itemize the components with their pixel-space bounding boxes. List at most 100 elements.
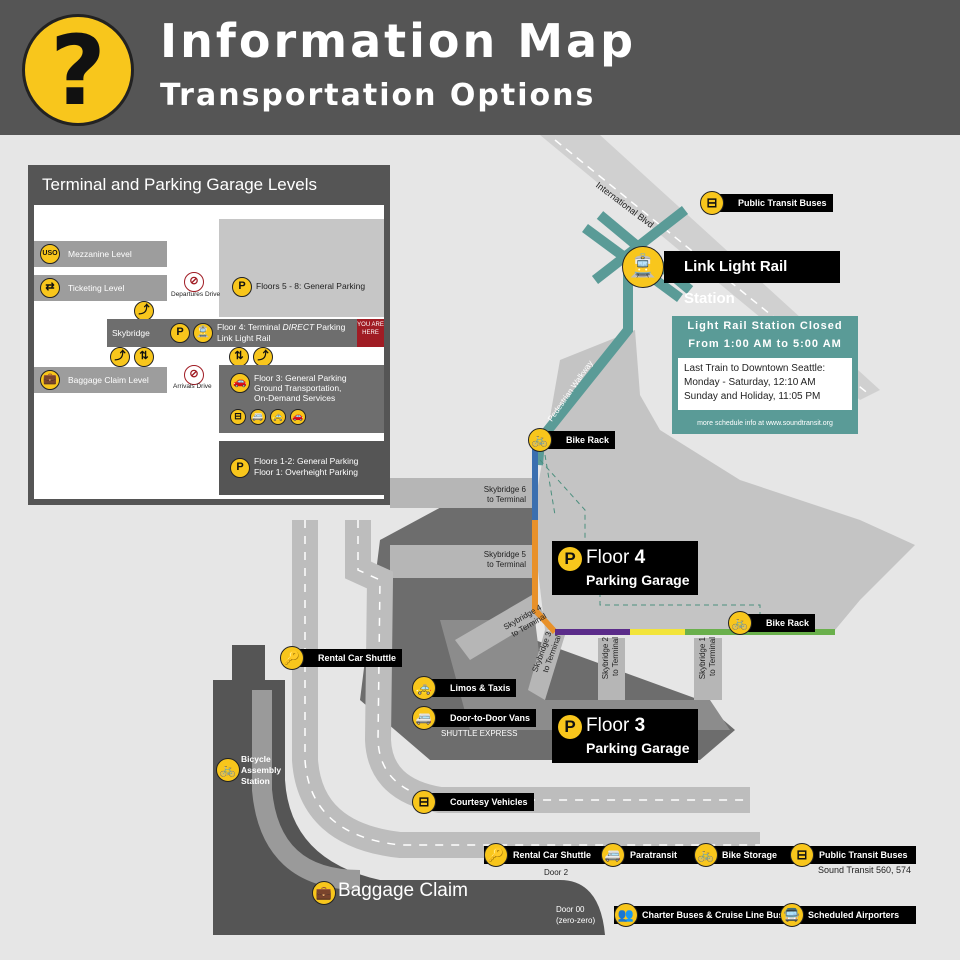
bicycle-assembly-line2: Assembly (241, 765, 282, 775)
skybridge1-line2: to Terminal (708, 637, 717, 676)
rental-car-shuttle-bottom-label: Rental Car Shuttle (513, 850, 592, 860)
no-stopping-icon: ⊘ (184, 365, 204, 385)
mezzanine-label: Mezzanine Level (68, 249, 132, 259)
paratransit-icon: 🚐 (601, 843, 625, 867)
floor4-legend-b: Parking (316, 322, 346, 332)
floor3-legend-label: Floor 3: General Parking Ground Transpor… (254, 373, 347, 403)
floor4-legend-a: Floor 4: Terminal (217, 322, 281, 332)
charter-strip (614, 906, 916, 924)
bus-icon: ⊟ (230, 409, 246, 425)
rental-car-shuttle-top-label: Rental Car Shuttle (292, 649, 403, 667)
baggage-claim-building (232, 645, 605, 935)
bus-icon: ⊟ (700, 191, 724, 215)
bus-icon: ⊟ (412, 790, 436, 814)
skybridge6-label: Skybridge 6 to Terminal (460, 485, 526, 505)
baggage-claim-left (213, 680, 253, 935)
shuttle-express-label: SHUTTLE EXPRESS (441, 729, 518, 738)
rail-closed-notice: Light Rail Station Closed From 1:00 AM t… (672, 316, 858, 434)
public-transit-buses-top-label: Public Transit Buses (712, 194, 833, 212)
rail-closed-line1: Light Rail Station Closed (687, 320, 843, 332)
bike-icon: 🚲 (728, 611, 752, 635)
airporter-icon: 🚍 (780, 903, 804, 927)
skybridge2-label: Skybridge 2 to Terminal (601, 637, 621, 703)
rail-schedule: Last Train to Downtown Seattle: Monday -… (678, 358, 852, 410)
charter-buses-label: Charter Buses & Cruise Line Buses (642, 910, 794, 920)
elevator-icon: ⇅ (134, 347, 154, 367)
skybridge2-line1: Skybridge 2 (601, 637, 610, 680)
floor3-legend-line2: Ground Transportation, (254, 383, 342, 393)
baggage-claim-title: Baggage Claim (338, 880, 468, 901)
link-light-rail-label: Link Light Rail Station (664, 251, 840, 307)
sound-transit-label: Sound Transit 560, 574 (818, 865, 912, 875)
van-icon: 🚐 (250, 409, 266, 425)
legend-diagram: P Floors 5 - 8: General Parking Mezzanin… (34, 205, 384, 499)
rail-schedule-line1: Last Train to Downtown Seattle: (684, 363, 826, 374)
header-bar: ? Information Map Transportation Options (0, 0, 960, 135)
car-icon: 🔑 (484, 843, 508, 867)
floor3-garage-label: P Floor 3 Parking Garage (552, 709, 698, 763)
train-icon: 🚊 (193, 323, 213, 343)
skybridge1-label: Skybridge 1 to Terminal (698, 637, 718, 703)
help-icon: ? (22, 14, 134, 126)
car-icon: 🚗 (230, 373, 250, 393)
public-transit-bottom-label: Public Transit Buses (819, 850, 908, 860)
uso-icon: USO (40, 244, 60, 264)
bike-icon: 🚲 (528, 428, 552, 452)
you-are-here-badge: YOU ARE HERE (357, 319, 384, 347)
bicycle-assembly-label: Bicycle Assembly Station (241, 754, 281, 787)
door00-line2: (zero-zero) (556, 916, 596, 925)
floor4-skybridge-bar (107, 319, 357, 347)
floor4-garage-label: P Floor 4 Parking Garage (552, 541, 698, 595)
bike-storage-label: Bike Storage (722, 850, 778, 860)
ticketing-label: Ticketing Level (68, 283, 125, 293)
page-subtitle: Transportation Options (160, 78, 596, 113)
scheduled-airporters-label: Scheduled Airporters (808, 910, 900, 920)
floor4-subtitle: Parking Garage (586, 572, 690, 588)
floors-5-8-label: Floors 5 - 8: General Parking (256, 281, 366, 291)
departures-drive-label: Departures Drive (171, 291, 221, 298)
escalator-icon: ⤴ (134, 301, 154, 321)
floor4-legend-direct: DIRECT (282, 322, 315, 332)
floor4-legend-line2: Link Light Rail (217, 333, 271, 343)
skybridge6-line1: Skybridge 6 (483, 485, 526, 494)
floors-1-2-line2: Floor 1: Overheight Parking (254, 467, 358, 477)
floor3-subtitle: Parking Garage (586, 740, 690, 756)
door-to-door-vans-label: Door-to-Door Vans (424, 709, 536, 727)
no-stopping-icon: ⊘ (184, 272, 204, 292)
rail-schedule-line2: Monday - Saturday, 12:10 AM (684, 377, 816, 388)
walkway-orange (532, 520, 558, 635)
rail-schedule-line3: Sunday and Holiday, 11:05 PM (684, 391, 821, 402)
floor3-garage-top (440, 620, 730, 730)
floor4-number: 4 (634, 547, 646, 568)
skybridge-label: Skybridge (112, 328, 150, 338)
paratransit-label: Paratransit (630, 850, 678, 860)
luggage-icon: 💼 (312, 881, 336, 905)
door00-line1: Door 00 (556, 905, 585, 914)
skybridge5-label: Skybridge 5 to Terminal (460, 550, 526, 570)
parking-icon: P (558, 547, 582, 571)
rail-closed-line2: From 1:00 AM to 5:00 AM (688, 338, 842, 350)
floors-1-2-line1: Floors 1-2: General Parking (254, 456, 359, 466)
bike-icon: 🚲 (216, 758, 240, 782)
floor4-legend-label: Floor 4: Terminal DIRECT Parking Link Li… (217, 322, 345, 344)
lower-drive (252, 690, 361, 890)
floors-5-8-block (219, 219, 384, 317)
parking-icon: P (170, 323, 190, 343)
floor4-word: Floor (586, 547, 635, 568)
floors-1-2-label: Floors 1-2: General Parking Floor 1: Ove… (254, 456, 358, 478)
page-title: Information Map (160, 14, 637, 68)
floor4-title: Floor 4 (586, 547, 645, 569)
skybridge1-line1: Skybridge 1 (698, 637, 707, 680)
skybridges (390, 478, 722, 700)
parking-icon: P (232, 277, 252, 297)
train-icon: 🚊 (622, 246, 664, 288)
car-icon: 🔑 (280, 646, 304, 670)
baggage-level-label: Baggage Claim Level (68, 375, 149, 385)
bicycle-assembly-line1: Bicycle (241, 754, 271, 764)
door00-label: Door 00 (zero-zero) (556, 904, 595, 926)
charter-icon: 👥 (614, 903, 638, 927)
bike-rack-label-1: Bike Rack (540, 431, 616, 449)
limos-taxis-label: Limos & Taxis (424, 679, 517, 697)
bicycle-assembly-line3: Station (241, 776, 270, 786)
rail-schedule-url: more schedule info at www.soundtransit.o… (697, 420, 833, 427)
